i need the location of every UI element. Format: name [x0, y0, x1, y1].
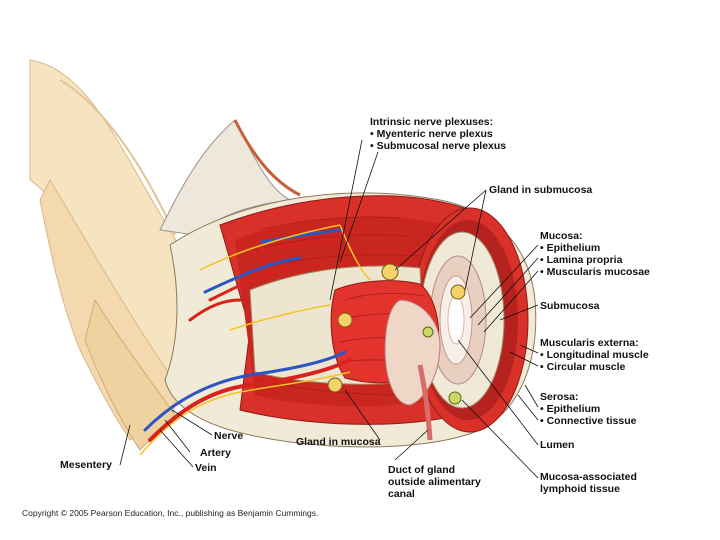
tube-cross-section	[411, 207, 529, 433]
myenteric-plexus-item: • Myenteric nerve plexus	[370, 128, 493, 140]
intrinsic-nerve-title: Intrinsic nerve plexuses:	[370, 116, 494, 128]
lumen-label: Lumen	[540, 439, 575, 451]
submucosal-plexus-item: • Submucosal nerve plexus	[370, 140, 507, 152]
serosa-flap	[159, 119, 301, 236]
tube-inner	[249, 265, 441, 406]
duct-of-gland	[417, 364, 433, 441]
mucosa-epithelium-item: • Epithelium	[540, 242, 601, 254]
circular-muscle-item: • Circular muscle	[540, 361, 626, 373]
vein-label: Vein	[195, 462, 217, 474]
nerve-label: Nerve	[214, 430, 244, 442]
serosa-epithelium-item: • Epithelium	[540, 403, 601, 415]
serosa-title: Serosa:	[540, 391, 579, 403]
glands	[327, 263, 466, 405]
artery-label: Artery	[200, 447, 231, 459]
lamina-propria-item: • Lamina propria	[540, 254, 623, 266]
mesentery-label: Mesentery	[60, 459, 112, 471]
mucosa-label: Mucosa: • Epithelium • Lamina propria • …	[540, 230, 650, 278]
mucosa-lymphoid-line2: lymphoid tissue	[540, 483, 620, 495]
duct-of-gland-label: Duct of gland outside alimentary canal	[388, 464, 481, 500]
leader-lines	[119, 139, 539, 479]
muscularis-externa-title: Muscularis externa:	[540, 337, 639, 349]
duct-line3: canal	[388, 488, 415, 500]
submucosa-label: Submucosa	[540, 300, 600, 312]
nerves	[139, 224, 371, 456]
vessels	[143, 228, 352, 442]
copyright-text: Copyright © 2005 Pearson Education, Inc.…	[22, 508, 319, 518]
muscularis-mucosae-item: • Muscularis mucosae	[540, 266, 650, 278]
mucosa-lymphoid-line1: Mucosa-associated	[540, 471, 637, 483]
duct-line2: outside alimentary	[388, 476, 481, 488]
duct-line1: Duct of gland	[388, 464, 456, 476]
mucosa-lymphoid-label: Mucosa-associated lymphoid tissue	[540, 471, 637, 495]
gland-submucosa-label: Gland in submucosa	[489, 184, 593, 196]
connective-tissue-item: • Connective tissue	[540, 415, 637, 427]
longitudinal-muscle-item: • Longitudinal muscle	[540, 349, 649, 361]
intrinsic-nerve-plexuses-label: Intrinsic nerve plexuses: • Myenteric ne…	[370, 116, 506, 152]
serosa-label: Serosa: • Epithelium • Connective tissue	[540, 391, 636, 427]
muscularis-externa-label: Muscularis externa: • Longitudinal muscl…	[540, 337, 649, 373]
mucosa-title: Mucosa:	[540, 230, 583, 242]
gland-mucosa-label: Gland in mucosa	[296, 436, 381, 448]
